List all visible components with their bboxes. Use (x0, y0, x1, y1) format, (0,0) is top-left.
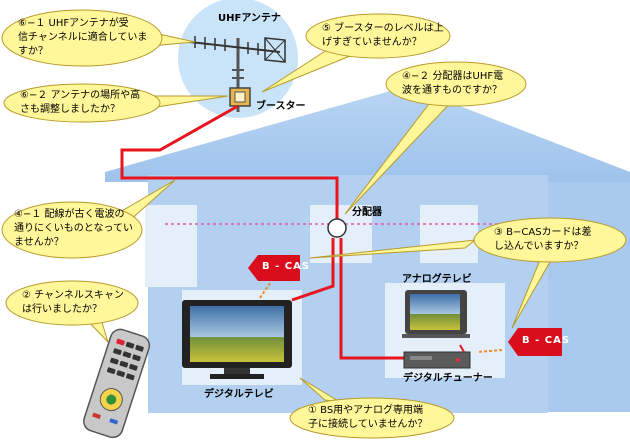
bubble-1-text: ① BS用やアナログ専用端 子に接続していませんか？ (308, 404, 427, 432)
bubble-3-line2: し込んでいますか？ (494, 241, 584, 252)
bubble-4-1-line3: ませんか？ (14, 237, 64, 248)
bcas-left-text: B - CAS (262, 261, 311, 272)
bubble-3 (309, 217, 627, 329)
bubble-4-2-text: ④−２ 分配器はUHF電 波を通すものですか？ (402, 70, 503, 98)
bubble-5-text: ⑤ ブースターのレベルは上 げすぎていませんか？ (322, 22, 444, 50)
label-booster: ブースター (256, 101, 306, 112)
splitter-cable-left (291, 238, 335, 302)
house-upper-window-right (420, 205, 478, 263)
bubble-6-1-line2: 信チャンネルに適合していま (18, 32, 148, 43)
bubble-2-text: ② チャンネルスキャン は行いましたか？ (22, 289, 124, 317)
digital-tuner (403, 344, 471, 369)
bubble-4-1-text: ④−１ 配線が古く電波の 通りにくいものとなってい ませんか？ (14, 208, 133, 250)
bubble-6-1-text: ⑥−１ UHFアンテナが受 信チャンネルに適合していま すか？ (18, 17, 147, 59)
bubble-4-1-line1: ④−１ 配線が古く電波の (14, 209, 125, 220)
bubble-6-2-line1: ⑥−２ アンテナの場所や高 (20, 90, 141, 101)
bubble-4-2-line2: 波を通すものですか？ (402, 85, 502, 96)
bubble-4-2-line1: ④−２ 分配器はUHF電 (402, 71, 504, 82)
bubble-3-line1: ③ B−CASカードは差 (494, 227, 592, 238)
splitter-cable-right (339, 238, 418, 360)
house-wall-right-ext (548, 182, 630, 412)
bubble-5-line1: ⑤ ブースターのレベルは上 (322, 23, 444, 34)
label-uhf-antenna: UHFアンテナ (218, 13, 281, 24)
bubble-4-1-line2: 通りにくいものとなってい (14, 223, 133, 234)
analog-tv (402, 290, 470, 338)
bubble-2-line2: は行いましたか？ (22, 304, 102, 315)
antenna-cable (120, 104, 339, 220)
arrow-to-tuner (477, 349, 503, 353)
label-splitter: 分配器 (352, 207, 382, 218)
bubble-4-2 (344, 61, 527, 215)
bubble-5-line2: げすぎていませんか？ (322, 37, 422, 48)
bubble-6-1-line1: ⑥−１ UHFアンテナが受 (18, 18, 129, 29)
label-digital-tv: デジタルテレビ (204, 389, 274, 400)
bubble-3-text: ③ B−CASカードは差 し込んでいますか？ (494, 226, 592, 254)
arrow-to-digital-tv (259, 282, 271, 299)
bubble-6-2-text: ⑥−２ アンテナの場所や高 さも調整しましたか？ (20, 89, 140, 117)
house-roof (105, 86, 630, 182)
house (105, 86, 630, 413)
bcas-right-text: B - CAS (522, 335, 571, 346)
bubble-1-line1: ① BS用やアナログ専用端 (308, 405, 423, 416)
bcas-card-right (508, 328, 562, 356)
bubble-6-1-line3: すか？ (18, 46, 48, 57)
bubble-1-line2: 子に接続していませんか？ (308, 419, 428, 430)
digital-tv (182, 300, 292, 379)
bubble-6-1 (1, 9, 196, 67)
bcas-card-left (248, 255, 300, 281)
bubble-2-line1: ② チャンネルスキャン (22, 290, 124, 301)
bubble-4-1 (1, 179, 176, 259)
label-analog-tv: アナログテレビ (402, 274, 472, 285)
label-digital-tuner: デジタルチューナー (403, 373, 493, 384)
remote-control (83, 328, 151, 439)
house-upper-window-left (145, 205, 197, 287)
bubble-6-2-line2: さも調整しましたか？ (20, 104, 120, 115)
splitter (327, 218, 347, 238)
bubble-6-2 (3, 83, 229, 123)
bubble-2 (5, 280, 139, 343)
bubble-5 (261, 13, 451, 93)
bubble-1 (289, 377, 455, 439)
